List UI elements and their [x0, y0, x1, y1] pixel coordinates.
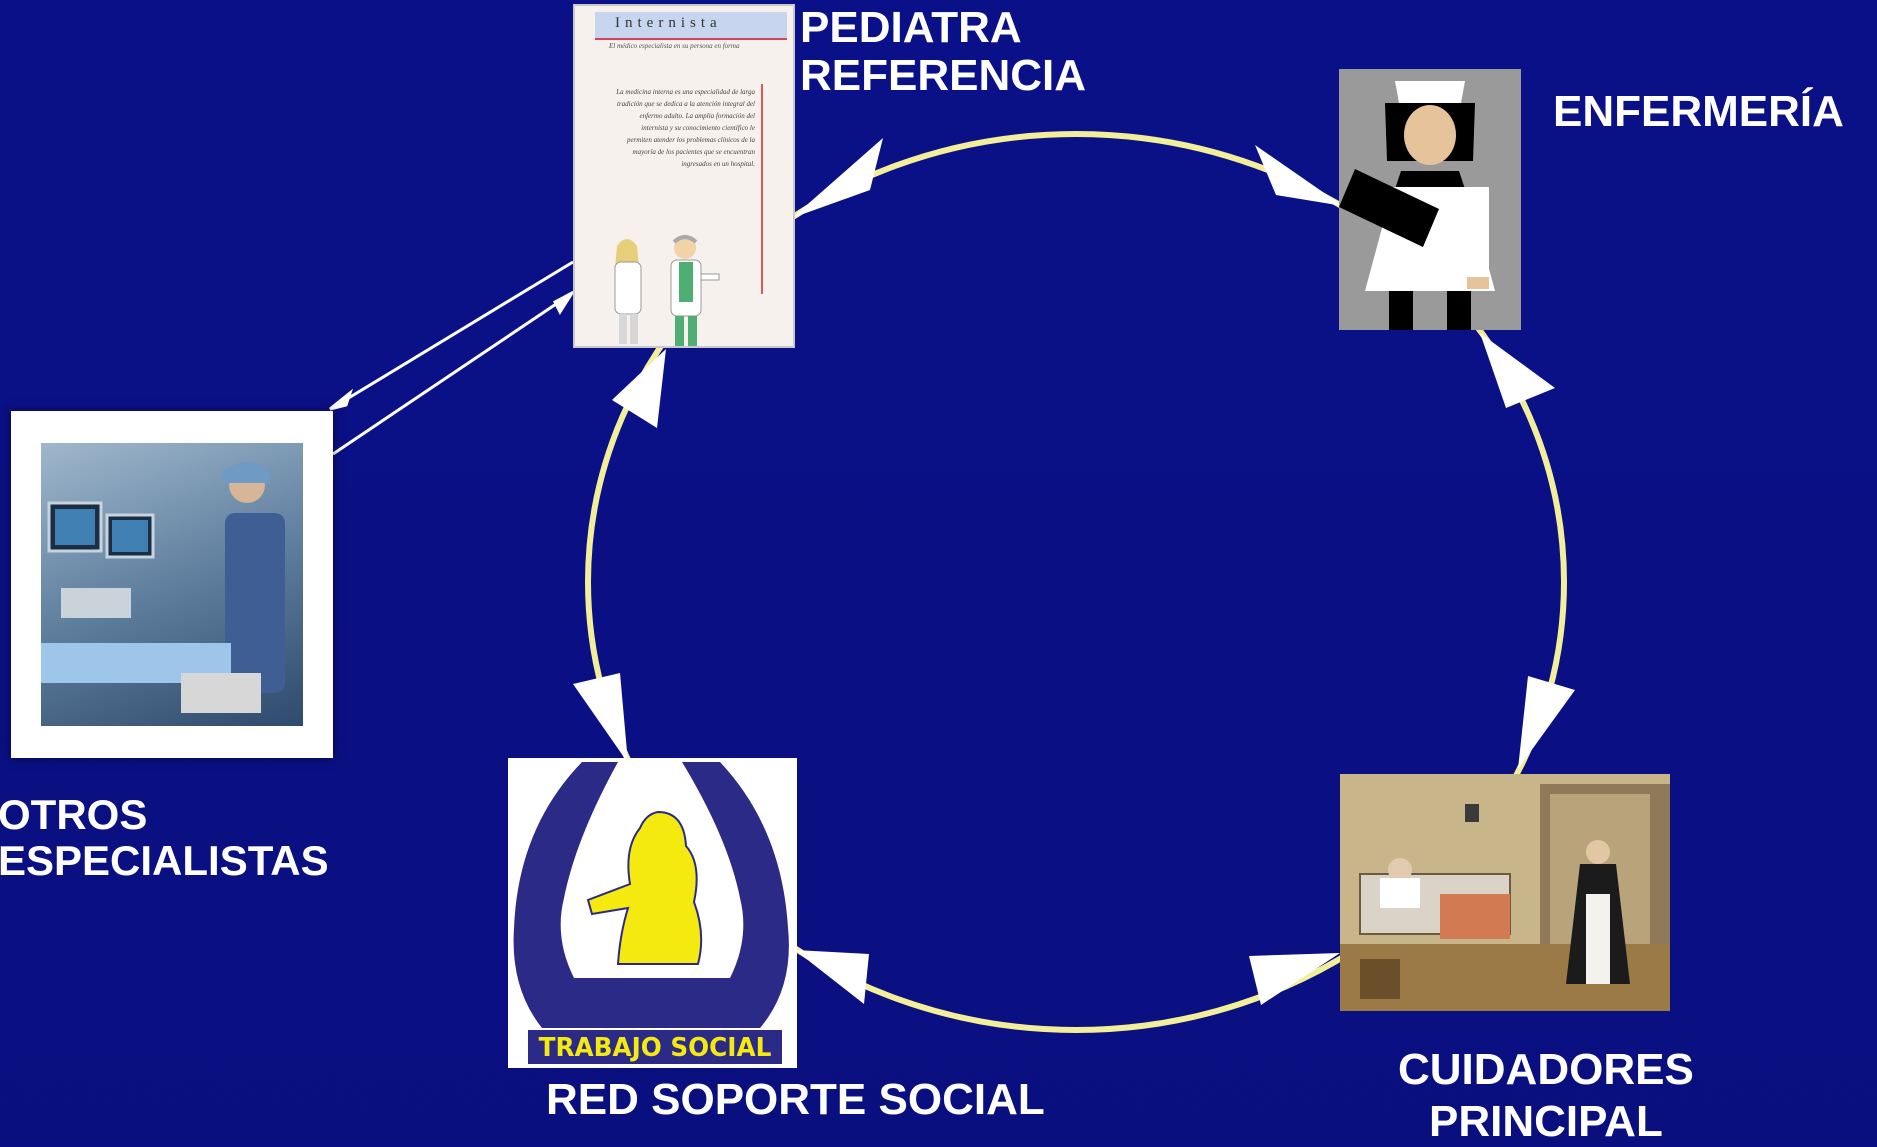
- arrowhead-to-cuidadores: [1518, 676, 1575, 769]
- otros-especialistas-image: [11, 411, 333, 758]
- arrowhead-to-pediatra-left: [612, 349, 666, 428]
- doctors-illustration: [614, 235, 720, 346]
- hands-logo-icon: [513, 762, 789, 1064]
- label-red-soporte-social: RED SOPORTE SOCIAL: [546, 1075, 1045, 1124]
- arrowhead-to-enfermeria-bottom: [1480, 333, 1555, 408]
- label-cuidadores-line2: PRINCIPAL: [1428, 1097, 1663, 1147]
- arrowhead-to-enfermeria: [1255, 145, 1343, 206]
- card-header-text: Internista: [615, 15, 722, 31]
- card-red-rule: [761, 84, 763, 294]
- nurse-icon: [1339, 81, 1495, 330]
- label-otros-line2: ESPECIALISTAS: [0, 837, 329, 885]
- cuidadores-image: [1340, 774, 1670, 1011]
- card-subtitle: El médico especialista en su persona en …: [609, 42, 740, 50]
- cycle-circle: [585, 131, 1567, 1033]
- label-pediatra: PEDIATRA REFERENCIA: [800, 3, 1087, 101]
- label-otros: OTROS ESPECIALISTAS: [0, 791, 329, 885]
- card-header: Internista: [595, 12, 787, 40]
- label-cuidadores: CUIDADORES PRINCIPAL: [1398, 1045, 1694, 1147]
- connector-pediatra-otros: [329, 260, 577, 456]
- pediatra-card: Internista El médico especialista en su …: [573, 4, 795, 348]
- trabajo-social-logo-text: TRABAJO SOCIAL: [538, 1033, 772, 1063]
- card-body-text: La medicina interna es una especialidad …: [616, 88, 755, 168]
- label-pediatra-line1: PEDIATRA: [800, 3, 1022, 52]
- arrowhead-to-cuidadores-bottom: [1249, 953, 1340, 1005]
- label-red-soporte-social-text: RED SOPORTE SOCIAL: [546, 1075, 1045, 1124]
- arrowhead-to-pediatra: [792, 138, 883, 218]
- label-otros-line1: OTROS: [0, 791, 148, 838]
- caregiver-painting-icon: [1340, 774, 1670, 1011]
- trabajo-social-logo: TRABAJO SOCIAL: [508, 758, 797, 1068]
- label-enfermeria-text: ENFERMERÍA: [1553, 87, 1844, 136]
- operating-room-photo: [41, 443, 303, 726]
- enfermeria-image: [1339, 69, 1521, 330]
- arrowhead-to-social: [795, 950, 869, 1004]
- arrowhead-to-social-top: [573, 673, 628, 763]
- label-pediatra-line2: REFERENCIA: [800, 51, 1087, 101]
- label-enfermeria: ENFERMERÍA: [1553, 87, 1844, 136]
- label-cuidadores-line1: CUIDADORES: [1398, 1045, 1694, 1094]
- operating-room-icon: [41, 462, 285, 713]
